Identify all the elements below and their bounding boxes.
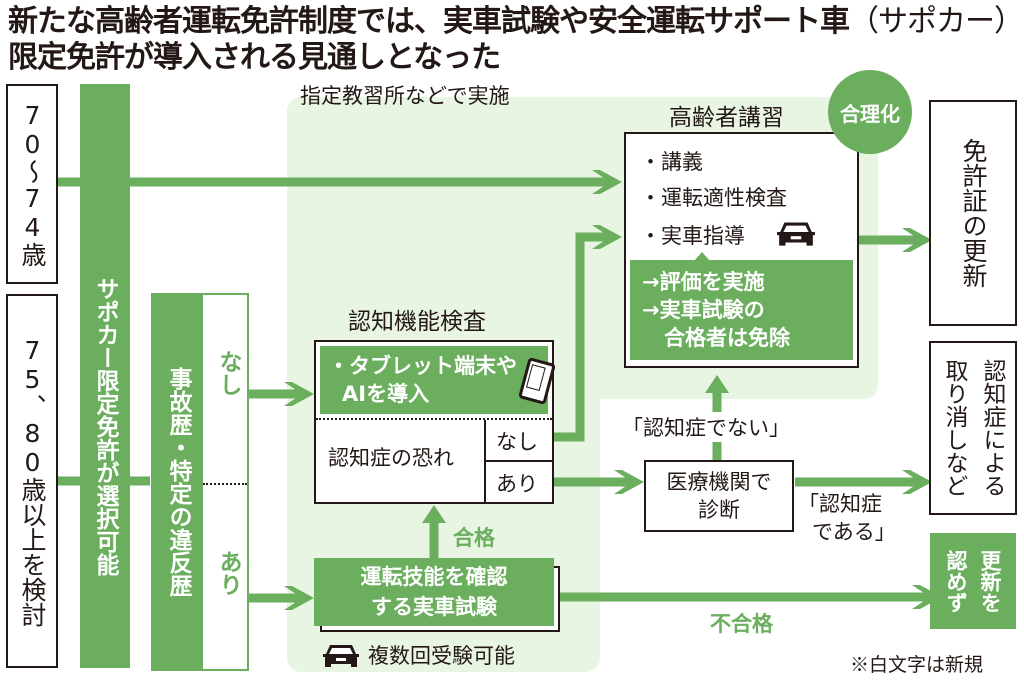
age-box-75-plus: 75、80歳以上を検討 <box>6 294 58 668</box>
cognitive-divider <box>316 418 552 420</box>
arrowhead <box>902 470 932 494</box>
car-icon <box>777 222 815 246</box>
elderly-course-heading: 高齢者講習 <box>669 105 784 131</box>
title-line-2: 限定免許が導入される見通しとなった <box>8 40 501 75</box>
medical-line1: 医療機関で <box>666 470 772 494</box>
elderly-course-box: ・講義 ・運転適性検査 ・実車指導 →評価を実施 →実車試験の 合格者は免除 <box>624 132 859 368</box>
age-label-75-plus: 75、80歳以上を検討 <box>18 335 47 627</box>
cognitive-test-heading: 認知機能検査 <box>348 309 486 335</box>
risk-divider <box>486 460 554 462</box>
rationalization-badge: 合理化 <box>828 70 912 154</box>
is-dementia-line2: である」 <box>812 520 896 544</box>
not-dementia-label: 「認知症でない」 <box>622 412 790 442</box>
is-dementia-line1: 「認知症 <box>798 492 882 516</box>
supocar-license-bar: サポカー限定免許が選択可能 <box>80 84 130 668</box>
history-branches: なし あり <box>203 295 247 669</box>
cognitive-test-box: ・タブレット端末や AIを導入 認知症の恐れ なし あり <box>314 340 556 504</box>
revocation-col1: 認知症による <box>979 359 1005 497</box>
fail-label: 不合格 <box>710 612 773 636</box>
arrowhead-up <box>705 375 729 393</box>
medical-line2: 診断 <box>698 498 740 522</box>
arrowhead <box>902 228 932 252</box>
title-text-light: （サポカー） <box>849 4 1024 39</box>
revocation-box: 認知症による 取り消しなど <box>929 341 1017 515</box>
course-item-aptitude: ・運転適性検査 <box>640 186 787 210</box>
medical-diagnosis-box: 医療機関で 診断 <box>644 460 794 532</box>
title-line-1: 新たな高齢者運転免許制度では、実車試験や安全運転サポート車（サポカー） <box>8 4 1024 40</box>
retake-note-text: 複数回受験可能 <box>368 644 515 668</box>
age-box-70-74: 70〜74歳 <box>6 84 58 284</box>
arrowhead <box>592 225 622 249</box>
road-test-line2: する実車試験 <box>371 595 497 619</box>
supocar-label: サポカー限定免許が選択可能 <box>92 276 118 576</box>
arrowhead <box>592 170 622 194</box>
cognitive-new-item: ・タブレット端末や AIを導入 <box>320 346 548 414</box>
dementia-risk-label: 認知症の恐れ <box>328 446 454 470</box>
road-test-line1: 運転技能を確認 <box>360 565 508 589</box>
arrowhead <box>284 382 314 406</box>
course-item-lecture: ・講義 <box>640 150 703 174</box>
course-new-line1: →評価を実施 <box>642 270 765 294</box>
violation-history-bar: 事故歴・特定の違反歴 なし あり <box>151 293 249 671</box>
age-label-70-74: 70〜74歳 <box>18 101 47 267</box>
deny-col2: 認めず <box>944 549 968 613</box>
pass-label: 合格 <box>453 526 495 550</box>
retake-note: 複数回受験可能 <box>322 640 515 670</box>
title-text-bold: 新たな高齢者運転免許制度では、実車試験や安全運転サポート車 <box>8 4 850 39</box>
footnote: ※白文字は新規 <box>850 654 984 676</box>
course-new-items: →評価を実施 →実車試験の 合格者は免除 <box>630 260 853 360</box>
arrowhead <box>284 586 314 610</box>
license-renewal-box: 免許証の更新 <box>929 100 1017 326</box>
history-divider <box>203 483 247 485</box>
arrowhead <box>614 470 644 494</box>
history-label: 事故歴・特定の違反歴 <box>165 367 191 597</box>
is-dementia-label: 「認知症 である」 <box>798 490 896 546</box>
course-new-line2: →実車試験の <box>642 298 765 322</box>
renewal-label: 免許証の更新 <box>959 138 988 288</box>
risk-exists-label: あり <box>496 472 538 496</box>
connector-risk-none <box>553 232 612 442</box>
renewal-denied-box: 更新を 認めず <box>930 533 1016 629</box>
cognitive-new-item-line2: AIを導入 <box>342 382 430 406</box>
history-exists-label: あり <box>215 550 241 596</box>
risk-none-label: なし <box>496 430 538 454</box>
course-new-line3: 合格者は免除 <box>664 326 790 350</box>
arrowhead-up <box>422 505 446 523</box>
history-none-label: なし <box>215 350 241 396</box>
course-item-driving: ・実車指導 <box>640 224 745 248</box>
course-pointer <box>694 252 710 261</box>
revocation-col2: 取り消しなど <box>941 359 967 497</box>
road-test-box: 運転技能を確認 する実車試験 <box>314 558 554 626</box>
cognitive-new-item-line1: ・タブレット端末や <box>328 354 517 378</box>
car-icon <box>323 645 359 667</box>
region-label: 指定教習所などで実施 <box>300 84 510 108</box>
risk-branches: なし あり <box>484 420 554 502</box>
deny-col1: 更新を <box>978 549 1002 613</box>
